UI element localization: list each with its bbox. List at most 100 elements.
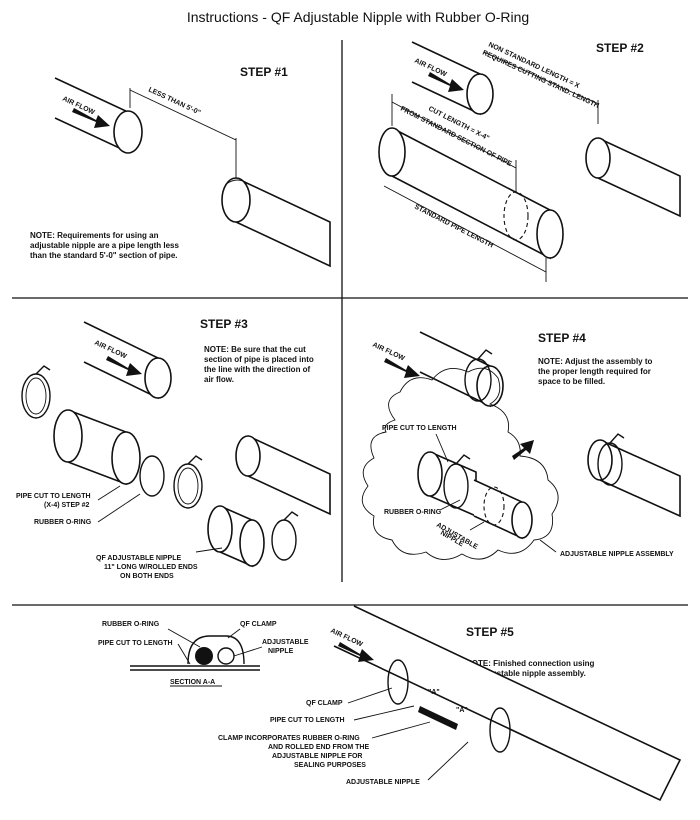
step-5-detail-leader-nipple: [233, 646, 263, 657]
step-4-assembly-label: ADJUSTABLE NIPPLE ASSEMBLY: [560, 551, 674, 558]
step-2-heading: STEP #2: [596, 41, 644, 55]
step-2-upstream-pipe-end: [466, 73, 494, 115]
step-1-downstream-pipe: [235, 177, 331, 268]
step-5-detail-clamp: [187, 635, 245, 665]
step-4-cut-pipe-start: [417, 451, 443, 497]
step-4-adjust-arrow: [512, 440, 534, 460]
step-1-panel: STEP #1 AIR FLOW LESS THAN 5'-0" NOTE: R…: [30, 65, 331, 268]
step-1-note-line-1: NOTE: Requirements for using an: [30, 231, 159, 240]
step-3-pipe-cut-line-1: PIPE CUT TO LENGTH: [16, 493, 91, 500]
step-5-detail-leader-pipe: [177, 643, 191, 665]
step-2-standard-dim-line: [383, 185, 547, 273]
step-3-heading: STEP #3: [200, 317, 248, 331]
step-5-detail-oring-label: RUBBER O-RING: [102, 621, 160, 628]
step-4-note-line-3: space to be filled.: [538, 377, 605, 386]
step-4-nipple-end: [511, 501, 533, 539]
step-3-note-line-2: section of pipe is placed into: [204, 355, 314, 364]
step-4-nipple-inner-dash: [483, 486, 505, 526]
step-2-nonstandard-line-1: NON STANDARD LENGTH = X: [487, 41, 581, 90]
step-4-leader-nipple: [469, 521, 485, 531]
step-1-note-line-2: adjustable nipple are a pipe length less: [30, 241, 179, 250]
step-4-panel: STEP #4 NOTE: Adjust the assembly to the…: [361, 331, 681, 560]
step-4-note-line-2: the proper length required for: [538, 367, 651, 376]
step-5-incorporates-line-2: AND ROLLED END FROM THE: [268, 744, 369, 751]
step-5-detail-clamp-label: QF CLAMP: [240, 621, 277, 628]
step-5-clamp-label: QF CLAMP: [306, 700, 343, 707]
step-5-heading: STEP #5: [466, 625, 514, 639]
step-2-standard-pipe-end: [536, 209, 564, 259]
step-5-detail-leader-clamp: [227, 628, 241, 639]
step-3-pipe-cut-line-2: (X-4) STEP #2: [44, 502, 89, 509]
step-5-incorporates-line-3: ADJUSTABLE NIPPLE FOR: [272, 753, 363, 760]
step-3-nipple-start: [207, 505, 233, 553]
step-3-leader-oring: [97, 493, 141, 523]
step-2-cut-dim-line: [391, 101, 517, 169]
step-5-leader-nipple: [427, 741, 469, 781]
step-5-section-marker: [418, 706, 458, 730]
step-3-clamp-mid-inner: [177, 467, 199, 505]
step-4-leader-pipe: [435, 433, 449, 463]
step-1-pipe-rim: [225, 179, 249, 185]
step-5-incorporates-line-4: SEALING PURPOSES: [294, 762, 366, 769]
step-3-oring-label: RUBBER O-RING: [34, 519, 92, 526]
step-5-nipple-label: ADJUSTABLE NIPPLE: [346, 779, 420, 786]
step-4-assembly-clamp-latch: [455, 454, 471, 465]
step-5-leader-clamp: [347, 687, 393, 704]
step-3-downstream-pipe-end: [235, 435, 261, 477]
step-5-section-label: SECTION A-A: [170, 679, 215, 686]
step-5-finished-pipe: [333, 605, 682, 802]
step-5-air-flow-arrow: [338, 642, 374, 662]
step-2-downstream-pipe: [597, 137, 681, 218]
step-1-heading: STEP #1: [240, 65, 288, 79]
step-2-panel: STEP #2 AIR FLOW NON STANDARD LENGTH = X…: [378, 41, 681, 282]
step-3-panel: STEP #3 NOTE: Be sure that the cut secti…: [16, 317, 331, 580]
step-3-upstream-pipe-end: [144, 357, 172, 399]
step-3-clamp-left-latch: [35, 365, 51, 375]
step-3-leader-pipe: [97, 485, 121, 501]
step-3-clamp-right-latch: [283, 511, 299, 521]
step-5-note-line-1: NOTE: Finished connection using: [466, 659, 595, 668]
step-1-dim-line: [129, 89, 237, 141]
step-3-clamp-right: [271, 519, 297, 561]
step-4-cloud-outline: [361, 367, 559, 560]
step-5-detail-nipple-line-1: ADJUSTABLE: [262, 639, 309, 646]
step-2-nonstandard-line-2: REQUIRES CUTTING STAND. LENGTH: [481, 49, 600, 109]
step-3-cut-pipe-start: [53, 409, 83, 463]
step-2-nonstandard-dim-line: [483, 51, 599, 105]
step-3-clamp-mid-latch: [187, 455, 203, 465]
step-4-air-flow-arrow: [384, 358, 420, 378]
step-4-pipe-cut-label: PIPE CUT TO LENGTH: [382, 425, 457, 432]
step-4-air-flow-label: AIR FLOW: [371, 341, 406, 362]
step-5-panel: STEP #5 NOTE: Finished connection using …: [98, 605, 682, 802]
step-3-nipple-line-2: 11" LONG W/ROLLED ENDS: [104, 564, 198, 571]
step-4-note-line-1: NOTE: Adjust the assembly to: [538, 357, 653, 366]
step-3-downstream-pipe: [247, 435, 331, 516]
step-5-leader-pipe: [353, 705, 415, 721]
step-3-note-line-3: the line with the direction of: [204, 365, 311, 374]
step-4-upstream-clamp-latch: [477, 349, 493, 360]
step-4-leader-oring: [439, 499, 461, 511]
step-3-note-line-4: air flow.: [204, 375, 234, 384]
step-5-leader-incorporates: [371, 721, 431, 739]
step-3-air-flow-arrow: [106, 356, 142, 376]
step-1-downstream-pipe-end: [221, 177, 251, 223]
step-4-downstream-clamp-latch: [609, 433, 625, 444]
step-5-section-marker-right: "A": [456, 707, 468, 714]
step-3-nipple-line-1: QF ADJUSTABLE NIPPLE: [96, 555, 182, 562]
step-3-leader-nipple: [195, 547, 223, 553]
step-5-section-marker-left: "A": [428, 689, 440, 696]
step-4-leader-assembly: [539, 539, 557, 553]
step-3-cut-pipe-end: [111, 431, 141, 485]
step-4-downstream-pipe: [599, 439, 681, 518]
step-4-heading: STEP #4: [538, 331, 586, 345]
step-2-air-flow-arrow: [428, 72, 464, 92]
step-2-downstream-pipe-end: [585, 137, 611, 179]
step-2-standard-pipe-start: [378, 127, 406, 177]
step-5-detail-pipe-cut-label: PIPE CUT TO LENGTH: [98, 640, 173, 647]
step-3-clamp-left-inner: [25, 377, 47, 415]
step-5-clamp-upstream: [387, 659, 409, 705]
step-5-clamp-downstream: [489, 707, 511, 753]
step-1-air-flow-arrow: [72, 108, 110, 128]
